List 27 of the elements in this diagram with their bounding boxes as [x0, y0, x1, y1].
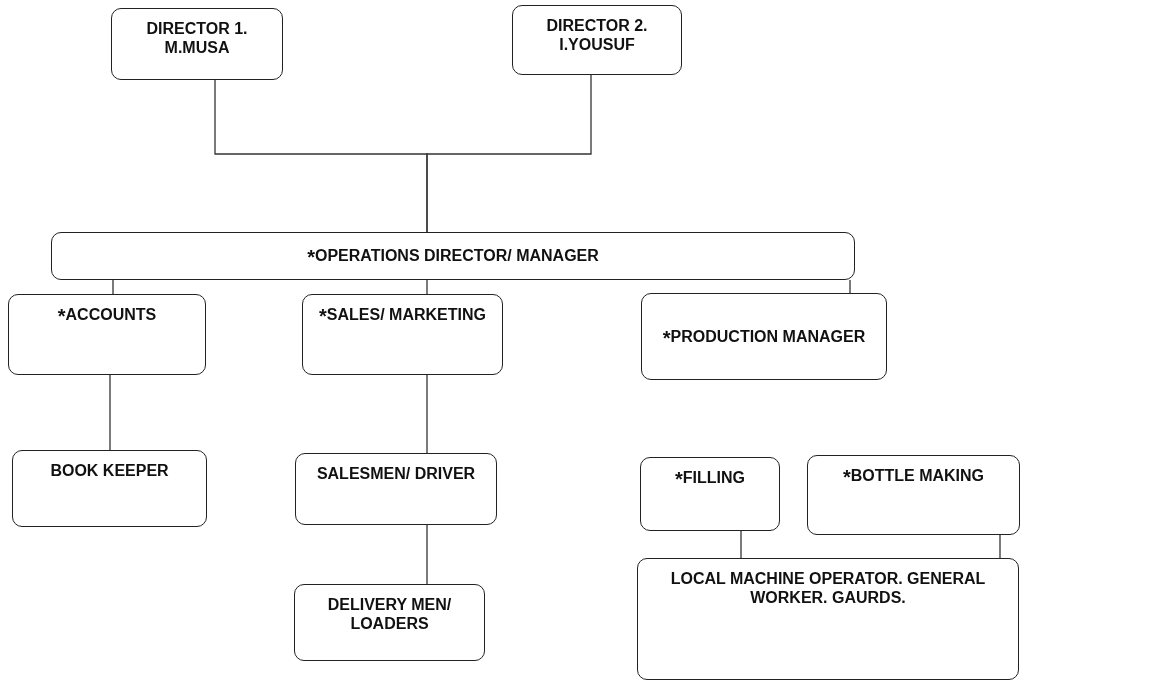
role-label: DIRECTOR 1. M.MUSA — [145, 19, 249, 58]
org-box — [640, 457, 780, 531]
org-box — [295, 453, 497, 525]
role-label: LOCAL MACHINE OPERATOR. GENERAL WORKER. GAURDS. — [669, 569, 987, 608]
connector-line — [112, 279, 114, 295]
org-box — [512, 5, 682, 75]
connector-line — [426, 374, 428, 454]
connector-line — [740, 530, 742, 559]
org-box — [302, 294, 503, 375]
connector-line — [849, 279, 851, 294]
connector-line — [426, 279, 428, 295]
connector-line — [426, 524, 428, 585]
connector-line — [999, 534, 1001, 559]
org-box — [294, 584, 485, 661]
role-label: BOOK KEEPER — [50, 461, 169, 481]
org-box — [637, 558, 1019, 680]
org-box — [807, 455, 1020, 535]
org-box — [12, 450, 207, 527]
role-label: SALESMEN/ DRIVER — [316, 464, 476, 484]
org-box — [111, 8, 283, 80]
org-box — [641, 293, 887, 380]
connector-line — [109, 374, 111, 451]
org-box — [8, 294, 206, 375]
org-box — [51, 232, 855, 280]
connector-line — [426, 74, 592, 233]
role-label: DELIVERY MEN/ LOADERS — [326, 595, 453, 634]
role-label: DIRECTOR 2. I.YOUSUF — [545, 16, 649, 55]
